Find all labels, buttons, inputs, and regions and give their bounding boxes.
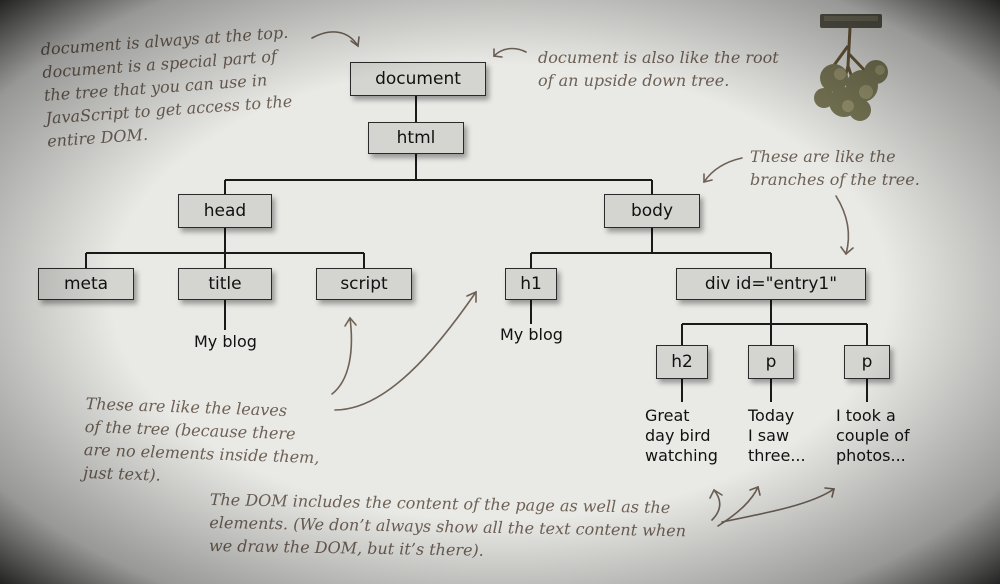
h1-text-leaf: My blog: [500, 325, 563, 344]
note-branches: These are like the branches of the tree.: [750, 147, 920, 189]
document-node: document: [350, 62, 486, 96]
html-node: html: [368, 122, 464, 154]
note-leaves: These are like the leaves of the tree (b…: [82, 393, 320, 485]
body-node: body: [604, 194, 700, 228]
meta-node: meta: [38, 268, 134, 300]
note-document-top: document is always at the top. document …: [40, 22, 293, 151]
note-content: The DOM includes the content of the page…: [208, 489, 687, 560]
title-text-leaf: My blog: [194, 332, 257, 351]
div-entry1-node: div id="entry1": [676, 268, 866, 300]
head-node: head: [178, 194, 272, 228]
h2-text-leaf: Great day bird watching: [645, 406, 718, 465]
note-root: document is also like the root of an ups…: [538, 48, 779, 90]
h1-node: h1: [505, 268, 557, 300]
script-node: script: [316, 268, 412, 300]
p-node-1: p: [748, 345, 794, 379]
title-node: title: [178, 268, 272, 300]
p1-text-leaf: Today I saw three...: [748, 406, 806, 465]
p2-text-leaf: I took a couple of photos...: [836, 406, 910, 465]
p-node-2: p: [844, 345, 890, 379]
upside-down-tree-icon: [800, 6, 910, 135]
h2-node: h2: [656, 345, 708, 379]
